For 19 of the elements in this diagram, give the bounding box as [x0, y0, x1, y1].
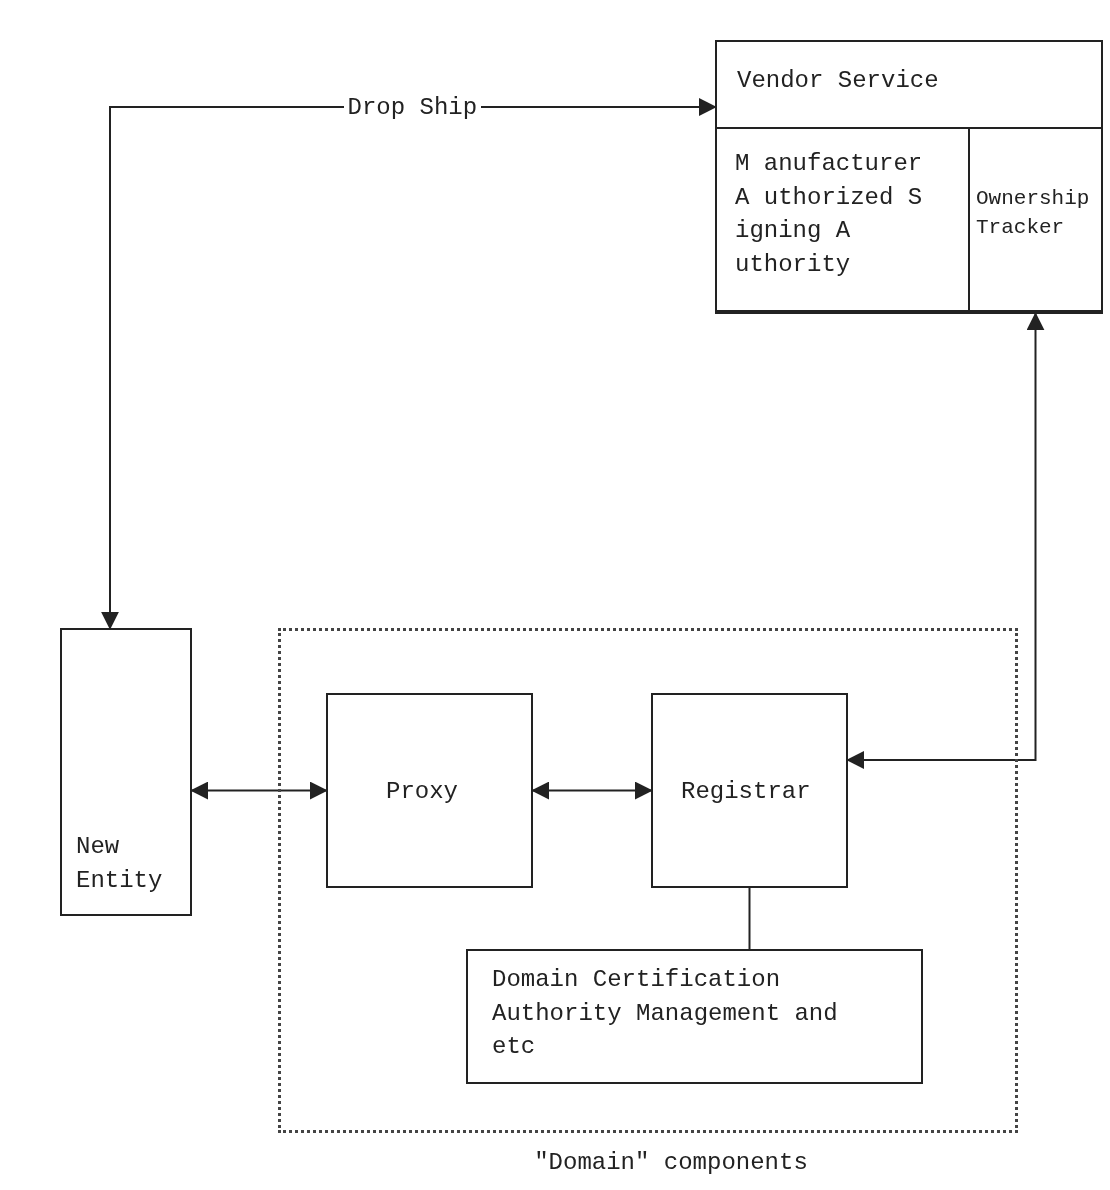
proxy-box [326, 693, 533, 888]
node-label: New Entity [76, 832, 164, 896]
node-label: M anufacturer A uthorized S igning A uthority [735, 149, 924, 280]
connector-arrow [846, 312, 1045, 769]
authority-box [715, 127, 970, 314]
node-label: Domain Certification Authority Management and etc [492, 965, 839, 1063]
node-label: Ownership Tracker [976, 186, 1091, 242]
node-label: Vendor Service [737, 66, 939, 96]
group-caption: "Domain" components [533, 1148, 809, 1178]
edge-label: Drop Ship [343, 93, 482, 121]
registrar-box [651, 693, 848, 888]
entity-box [60, 628, 192, 916]
service-box [715, 40, 1103, 312]
certification-box [466, 949, 923, 1084]
node-label: Registrar [681, 777, 811, 807]
node-label: Proxy [386, 777, 458, 807]
tracker-box [968, 127, 1103, 314]
connector-arrow [531, 781, 653, 800]
connector-arrow [190, 781, 328, 800]
